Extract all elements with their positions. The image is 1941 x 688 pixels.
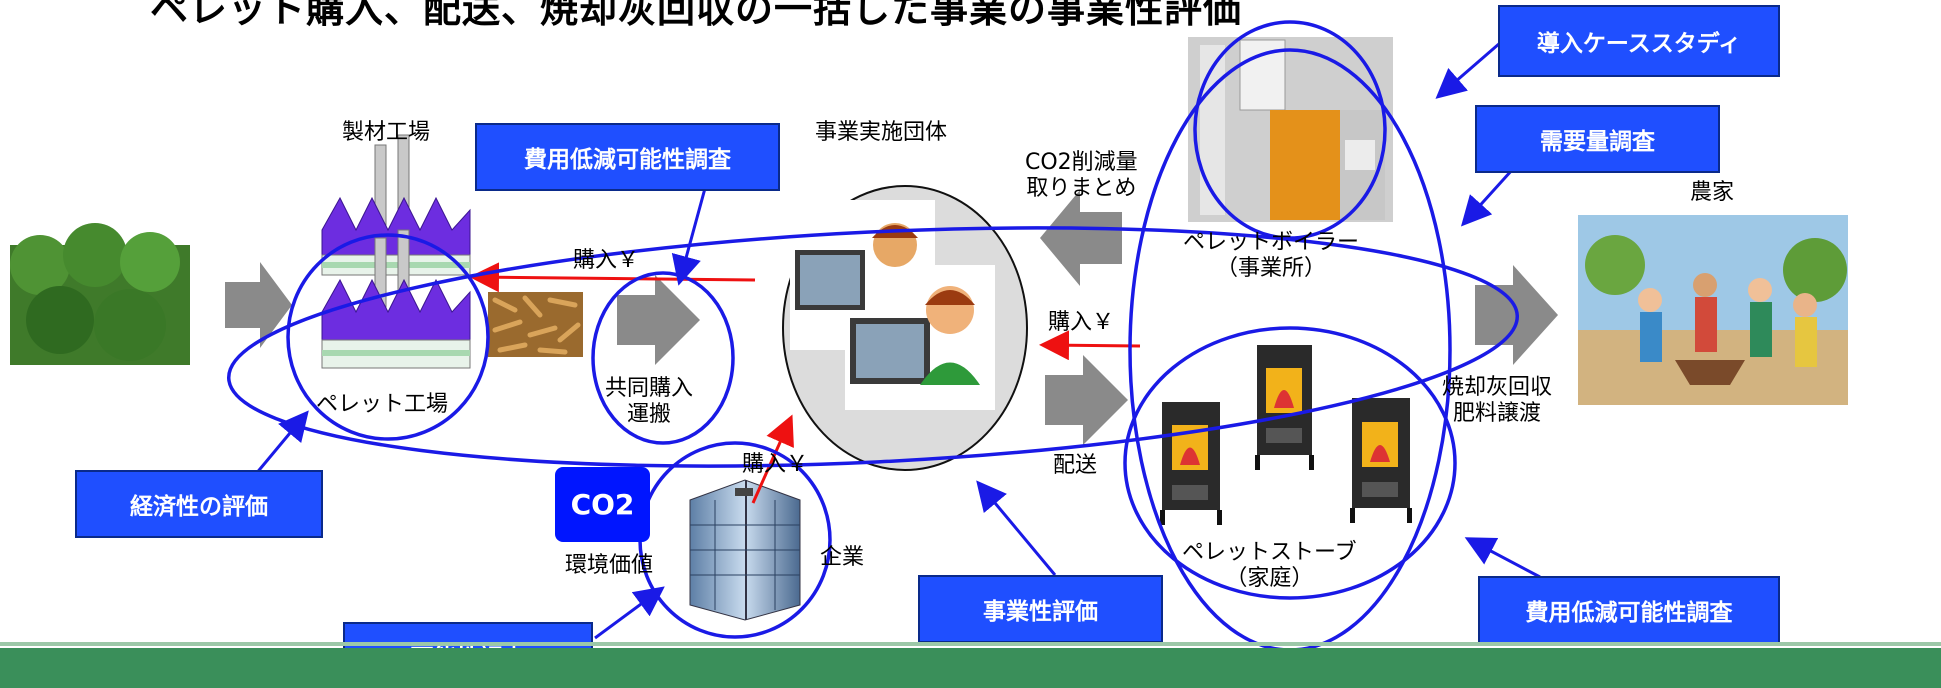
farmers-image — [1578, 215, 1848, 405]
business-eval-callout: 事業性評価 — [918, 575, 1163, 643]
pointer-business-eval — [976, 480, 1057, 576]
joint-purchase-label: 共同購入 運搬 — [605, 376, 693, 429]
boiler-line-1: ペレットボイラー — [1183, 230, 1360, 255]
company-building-icon — [689, 479, 801, 621]
business-scope-ellipse — [226, 226, 1520, 468]
case-study-callout: 導入ケーススタディ — [1498, 5, 1780, 77]
co2-reduction-label: CO2削減量 取りまとめ — [1025, 150, 1138, 203]
demand-survey-callout: 需要量調査 — [1475, 105, 1720, 173]
flow-arrow-transport — [617, 275, 700, 365]
joint-purchase-line-2: 運搬 — [627, 402, 672, 428]
sawmill-label: 製材工場 — [342, 120, 431, 145]
money-arrow-stove — [1039, 330, 1141, 361]
ash-line-2: 肥料譲渡 — [1453, 401, 1542, 427]
pointer-demand-survey — [1460, 168, 1514, 227]
stove-line-2: （家庭） — [1225, 566, 1314, 592]
farmer-label: 農家 — [1690, 180, 1735, 205]
purchase-label-low: 購入￥ — [742, 452, 809, 477]
pellets-image — [488, 292, 583, 357]
joint-purchase-line-1: 共同購入 — [605, 376, 694, 401]
purchase-label-top: 購入￥ — [573, 248, 640, 273]
money-arrow-company — [751, 414, 794, 504]
boiler-label: ペレットボイラー （事業所） — [1183, 230, 1359, 283]
stove-ellipse — [1123, 326, 1457, 600]
footer-bar — [0, 648, 1941, 688]
pellet-factory-ellipse — [286, 233, 490, 441]
co2-reduction-line-2: 取りまとめ — [1026, 176, 1137, 202]
boiler-line-2: （事業所） — [1216, 256, 1327, 282]
cost-reduction-top-callout: 費用低減可能性調査 — [475, 123, 780, 191]
forest-image — [10, 223, 190, 365]
purchase-label-mid: 購入￥ — [1048, 310, 1115, 335]
organization-node — [782, 185, 1028, 471]
boiler-ellipse — [1193, 20, 1387, 240]
ash-label: 焼却灰回収 肥料譲渡 — [1442, 375, 1552, 428]
stove-line-1: ペレットストーブ — [1182, 540, 1357, 565]
pellet-stove-icon-3 — [1350, 398, 1412, 523]
env-value-label: 環境価値 — [565, 553, 654, 578]
pellet-boiler-image — [1188, 37, 1393, 222]
company-label: 企業 — [820, 545, 865, 570]
page-title: ペレット購入、配送、焼却灰回収の一括した事業の事業性評価 — [150, 0, 1243, 31]
economic-eval-callout: 経済性の評価 — [75, 470, 323, 538]
flow-arrow-delivery — [1045, 355, 1128, 445]
pointer-case-study — [1435, 41, 1501, 99]
pellet-stove-icon-2 — [1255, 345, 1314, 470]
money-arrow-pellet-factory — [469, 262, 756, 293]
footer-divider — [0, 642, 1941, 646]
flow-arrow-forest — [225, 262, 292, 348]
stove-label: ペレットストーブ （家庭） — [1182, 540, 1357, 593]
ash-line-1: 焼却灰回収 — [1442, 375, 1553, 400]
pellet-factory-label: ペレット工場 — [316, 392, 449, 417]
cost-reduction-bottom-callout: 費用低減可能性調査 — [1478, 576, 1780, 644]
organization-label: 事業実施団体 — [815, 120, 948, 145]
flow-arrow-co2 — [1040, 190, 1122, 286]
co2-badge: CO2 — [555, 467, 650, 542]
pellet-stove-icon-1 — [1160, 402, 1222, 525]
pointer-economic-eval — [253, 410, 309, 476]
delivery-label: 配送 — [1053, 453, 1098, 478]
pellet-factory-icon — [321, 229, 471, 369]
pointer-feasibility — [594, 586, 665, 640]
pointer-cost-reduction-bottom — [1464, 537, 1541, 579]
joint-purchase-ellipse — [591, 271, 735, 445]
co2-reduction-line-1: CO2削減量 — [1025, 150, 1138, 175]
